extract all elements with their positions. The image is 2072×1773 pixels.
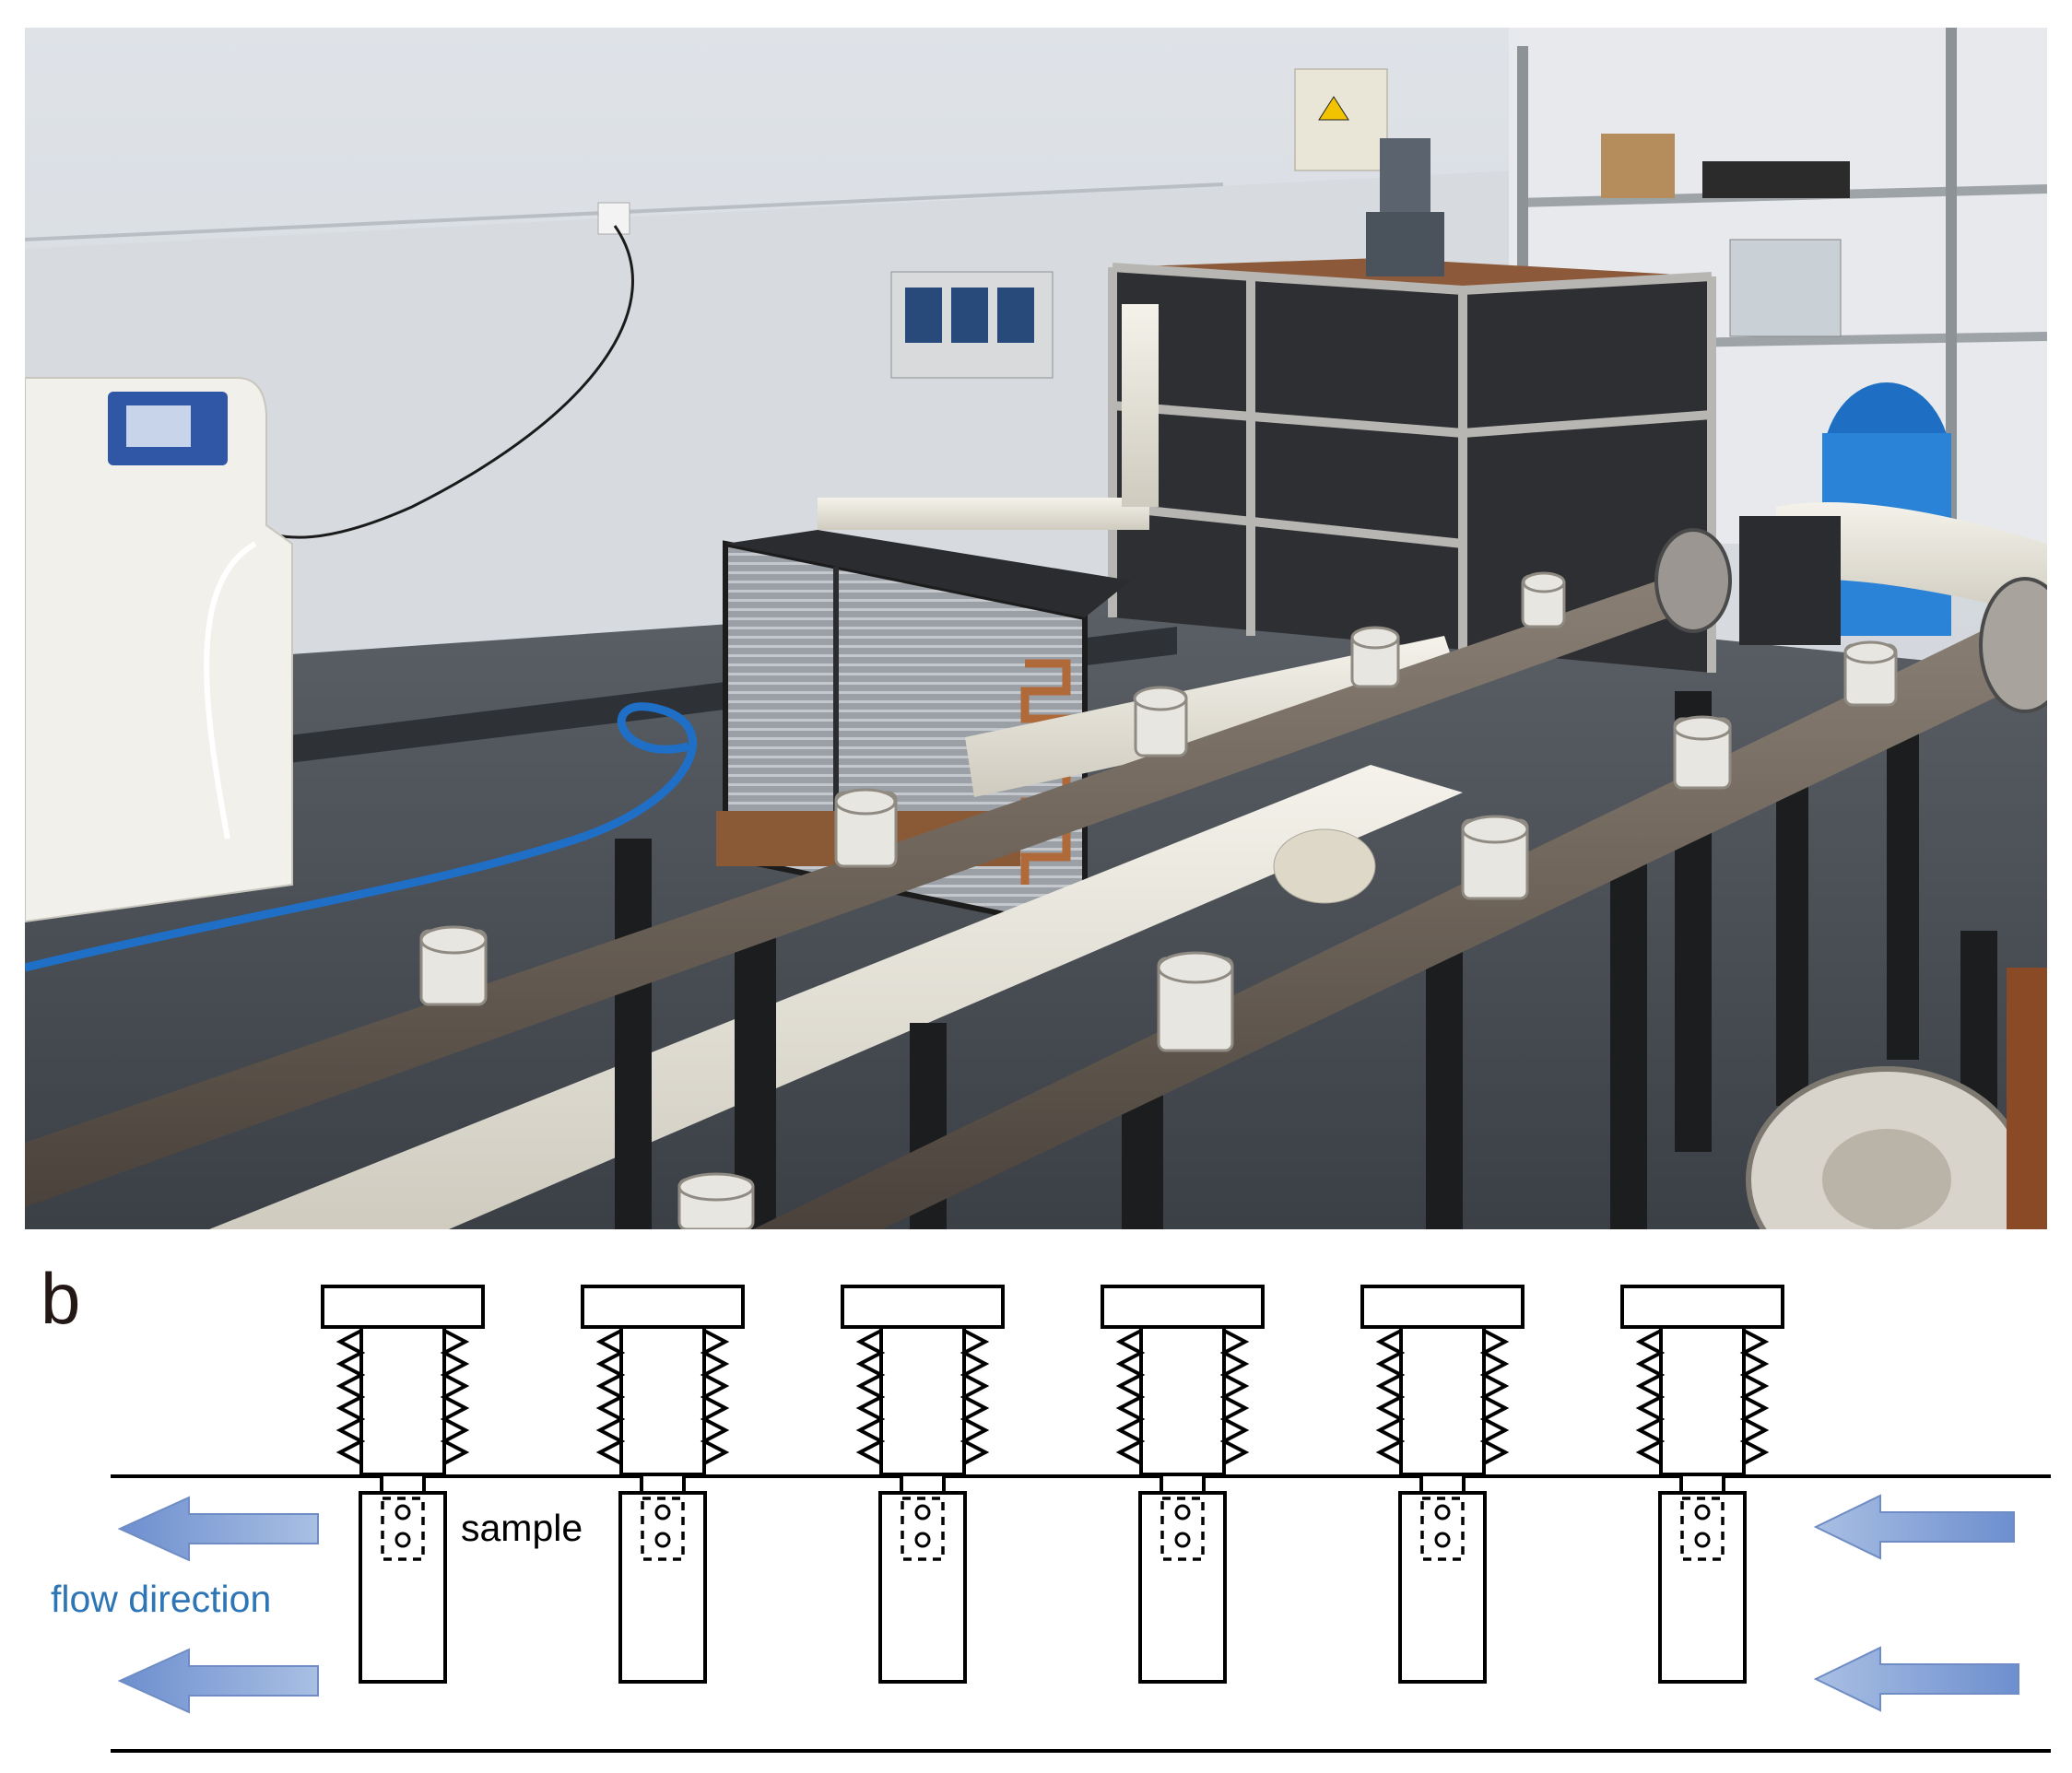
holder-cap	[581, 1285, 745, 1329]
wall-socket	[245, 202, 634, 539]
sample-hole	[654, 1504, 671, 1521]
thread-right	[1219, 1329, 1250, 1465]
sample-hole	[654, 1532, 671, 1548]
water-tank	[1108, 138, 1716, 673]
flow-arrows-left	[117, 1496, 319, 1714]
sample-holder	[1620, 1285, 1784, 1684]
thread-right	[700, 1329, 730, 1465]
flow-arrow	[1756, 1497, 1820, 1560]
holder-body	[1138, 1491, 1227, 1684]
holder-cap	[1101, 1285, 1265, 1329]
pvc-pipes	[209, 304, 1463, 1229]
thread-right	[1739, 1329, 1770, 1465]
thread-right	[959, 1329, 990, 1465]
flow-arrow	[117, 1496, 319, 1562]
sample-hole	[914, 1504, 931, 1521]
sample-holder-schematic: sample flow direction	[51, 1285, 2051, 1753]
holder-cap	[841, 1285, 1005, 1329]
flow-direction-label: flow direction	[51, 1578, 271, 1620]
flow-arrow	[1813, 1494, 2015, 1560]
holder-neck	[640, 1473, 686, 1495]
thread-left	[1635, 1329, 1666, 1465]
sample-hole	[1174, 1532, 1191, 1548]
controller-boxes	[890, 68, 1388, 379]
holder-cap	[1360, 1285, 1525, 1329]
sample-slot	[381, 1497, 425, 1561]
sample-holder	[581, 1285, 745, 1684]
thread-left	[595, 1329, 626, 1465]
sample-hole	[1174, 1504, 1191, 1521]
sample-hole	[1434, 1504, 1451, 1521]
sample-slot	[1680, 1497, 1725, 1561]
holder-shaft	[359, 1325, 446, 1476]
sample-hole	[1434, 1532, 1451, 1548]
holder-neck	[380, 1473, 426, 1495]
holder-neck	[1679, 1473, 1725, 1495]
thread-left	[1115, 1329, 1146, 1465]
sample-holder	[1101, 1285, 1265, 1684]
sample-slot	[641, 1497, 685, 1561]
sample-hole	[394, 1504, 411, 1521]
sample-holder-caps	[419, 571, 1898, 1229]
holder-neck	[900, 1473, 946, 1495]
holder-shaft	[1399, 1325, 1486, 1476]
flow-arrows-right	[1756, 1494, 2019, 1712]
sample-hole	[394, 1532, 411, 1548]
sample-hole	[914, 1532, 931, 1548]
holder-cap	[1620, 1285, 1784, 1329]
holder-body	[878, 1491, 967, 1684]
water-purifier	[25, 377, 293, 923]
holder-shaft	[1659, 1325, 1746, 1476]
holder-shaft	[879, 1325, 966, 1476]
sample-holder	[841, 1285, 1005, 1684]
flow-arrow	[117, 1648, 319, 1714]
flow-arrow	[1813, 1646, 2019, 1712]
holder-neck	[1419, 1473, 1466, 1495]
holder-body	[359, 1491, 447, 1684]
holder-body	[1398, 1491, 1487, 1684]
sample-holders	[321, 1285, 1784, 1684]
holder-neck	[1160, 1473, 1206, 1495]
sample-slot	[1420, 1497, 1465, 1561]
sample-hole	[1694, 1532, 1711, 1548]
sample-holder	[321, 1285, 485, 1684]
holder-body	[618, 1491, 707, 1684]
thread-left	[336, 1329, 366, 1465]
steel-test-pipe-upper	[25, 516, 1841, 1207]
thread-left	[1375, 1329, 1406, 1465]
sample-hole	[1694, 1504, 1711, 1521]
pipe-flange	[1746, 968, 2047, 1229]
sample-slot	[901, 1497, 945, 1561]
holder-shaft	[619, 1325, 706, 1476]
sample-slot	[1160, 1497, 1205, 1561]
holder-shaft	[1139, 1325, 1226, 1476]
holder-cap	[321, 1285, 485, 1329]
sample-holder	[1360, 1285, 1525, 1684]
panel-label-b: b	[41, 1258, 81, 1339]
thread-right	[440, 1329, 470, 1465]
experimental-setup-photo	[25, 28, 2047, 1229]
blue-hose	[25, 702, 697, 972]
sample-label: sample	[461, 1507, 583, 1549]
holder-body	[1658, 1491, 1747, 1684]
thread-left	[855, 1329, 886, 1465]
thread-right	[1479, 1329, 1510, 1465]
circulation-pump	[1776, 382, 2047, 636]
